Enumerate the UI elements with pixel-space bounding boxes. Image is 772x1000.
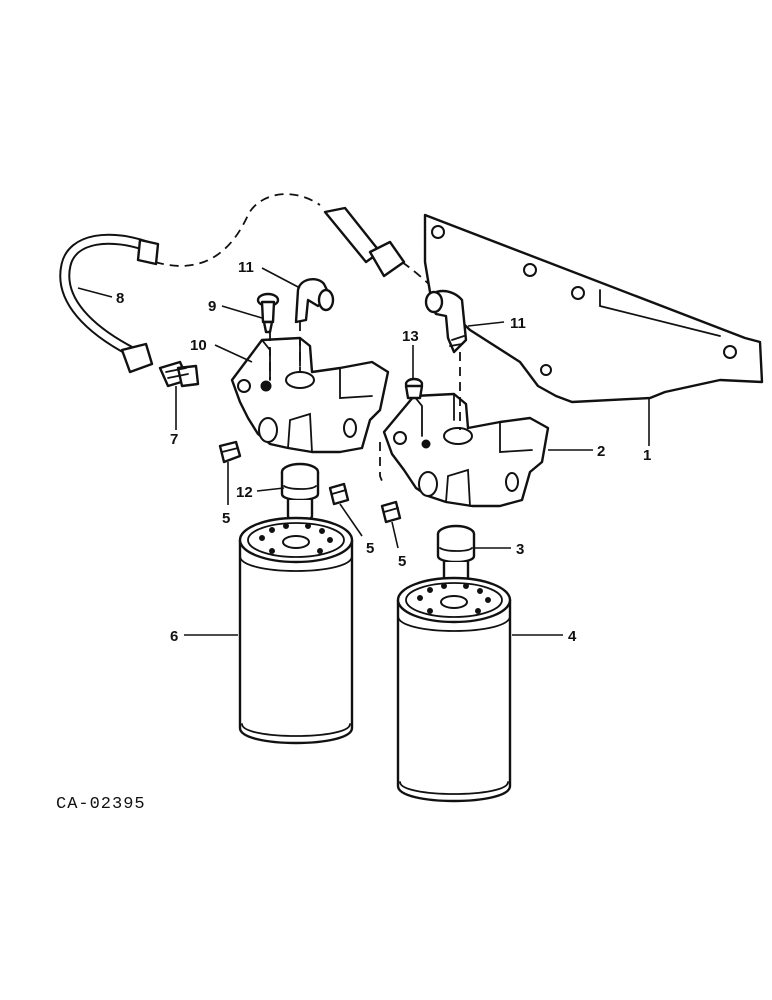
- filter-canister-left: [238, 516, 354, 745]
- callout-5-c: 5: [398, 553, 406, 570]
- callout-11-left: 11: [238, 259, 254, 276]
- plug-part-5-c: [380, 500, 402, 524]
- callout-1: 1: [643, 447, 651, 464]
- hose-end-fitting-upper: [323, 206, 406, 278]
- plug-part-9: [256, 292, 280, 334]
- adapter-nipple-left: [280, 462, 320, 522]
- elbow-fitting-left: [294, 278, 335, 324]
- plug-part-5-b: [328, 482, 350, 506]
- plug-part-5-a: [218, 440, 242, 464]
- mounting-bracket: [423, 213, 764, 404]
- callout-9: 9: [208, 298, 216, 315]
- hose: [59, 233, 160, 374]
- callout-3: 3: [516, 541, 524, 558]
- callout-2: 2: [597, 443, 605, 460]
- callout-10: 10: [190, 337, 207, 354]
- callout-13: 13: [402, 328, 419, 345]
- filter-canister-right: [396, 576, 512, 803]
- callout-4: 4: [568, 628, 577, 645]
- callout-6: 6: [170, 628, 178, 645]
- alignment-dashed-lines: [269, 322, 461, 487]
- callout-8: 8: [116, 290, 124, 307]
- drawing-code: CA-02395: [56, 795, 146, 814]
- callout-5-a: 5: [222, 510, 230, 527]
- callout-7: 7: [170, 431, 178, 448]
- callout-12: 12: [236, 484, 253, 501]
- adapter-nipple-right: [436, 524, 476, 584]
- callout-5-b: 5: [366, 540, 374, 557]
- leader-lines: [77, 267, 650, 636]
- adapter-fitting: [158, 360, 200, 388]
- plug-part-13: [404, 377, 424, 400]
- elbow-fitting-right: [424, 289, 468, 354]
- hose-routing-dashed-line: [154, 193, 441, 296]
- filter-head-left: [230, 336, 390, 454]
- filter-head-right: [382, 392, 550, 508]
- callout-11-right: 11: [510, 315, 526, 332]
